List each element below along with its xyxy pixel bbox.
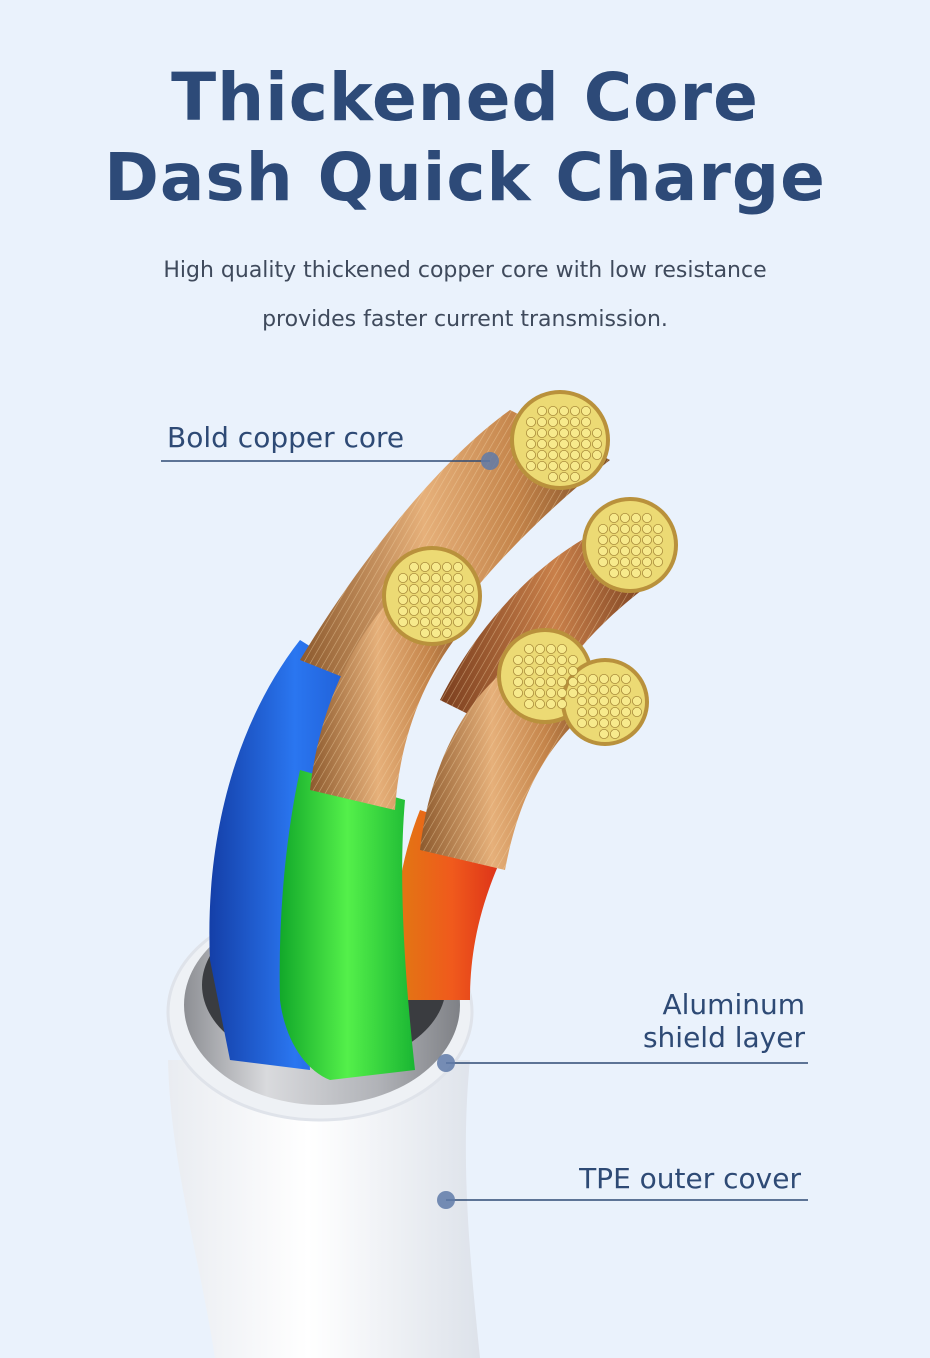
description-line-2: provides faster current transmission. bbox=[262, 307, 668, 332]
cover-callout-dot bbox=[437, 1191, 455, 1209]
shield-label-line-2: shield layer bbox=[642, 1021, 805, 1054]
green-wire bbox=[279, 770, 415, 1080]
outer-cover-label: TPE outer cover bbox=[579, 1162, 801, 1195]
headline-line-2: Dash Quick Charge bbox=[104, 139, 826, 216]
description: High quality thickened copper core with … bbox=[60, 246, 870, 344]
tpe-outer-cover-shape bbox=[168, 1060, 480, 1358]
shield-label-line-1: Aluminum bbox=[662, 988, 805, 1021]
headline: Thickened Core Dash Quick Charge bbox=[0, 58, 930, 218]
copper-core-label: Bold copper core bbox=[167, 421, 405, 454]
copper-core-callout-dot bbox=[481, 452, 499, 470]
strand-tip-cluster-right bbox=[582, 497, 678, 593]
shield-callout-dot bbox=[437, 1054, 455, 1072]
shield-label: Aluminum shield layer bbox=[643, 988, 805, 1054]
description-line-1: High quality thickened copper core with … bbox=[163, 258, 767, 283]
headline-line-1: Thickened Core bbox=[171, 59, 759, 136]
